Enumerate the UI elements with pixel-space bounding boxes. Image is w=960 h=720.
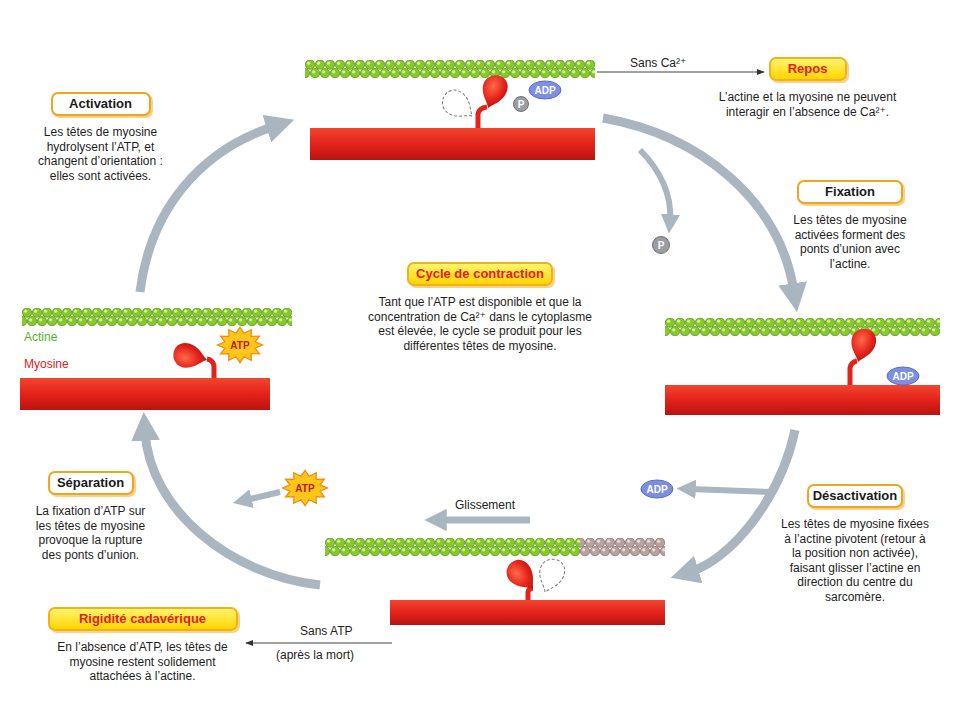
arrow-label: Sans Ca²⁺: [630, 56, 686, 70]
phosphate-ion: P: [652, 236, 670, 254]
step-box: DésactivationLes têtes de myosine fixées…: [780, 484, 930, 604]
molecule-label: ADP: [640, 479, 674, 499]
detached-state: [20, 308, 292, 410]
arrow-label: (après la mort): [276, 648, 354, 662]
step-description: Les têtes de myosine activées forment de…: [785, 213, 915, 271]
step-heading: Rigidité cadavérique: [48, 607, 238, 631]
step-heading: Activation: [51, 92, 151, 116]
phosphate-circle: [514, 97, 529, 112]
molecule-label: P: [513, 96, 529, 112]
attached-state: [665, 318, 940, 415]
molecule-label: ATP: [217, 327, 263, 363]
molecule-label: ADP: [886, 366, 920, 386]
step-box: ActivationLes têtes de myosine hydrolyse…: [28, 92, 173, 183]
previous-head-outline: [437, 85, 479, 126]
adp-ellipse: [641, 480, 673, 498]
step-heading: Désactivation: [807, 484, 903, 508]
atp-burst: [283, 470, 328, 505]
step-heading: Séparation: [48, 471, 134, 495]
step-heading: Cycle de contraction: [407, 262, 553, 286]
adp-ellipse: [529, 81, 561, 99]
step-description: En l’absence d’ATP, les têtes de myosine…: [45, 640, 240, 684]
molecule-label: P: [652, 236, 670, 254]
myosin-neck: [850, 361, 857, 385]
cycle-arrow: [690, 430, 795, 572]
myosin-filament: [665, 385, 940, 415]
arrow-label: Glissement: [455, 498, 515, 512]
atp-molecule: ATP: [282, 470, 328, 506]
actin-filament: [305, 60, 595, 78]
step-box: FixationLes têtes de myosine activées fo…: [785, 180, 915, 271]
slid-actin-segment: [580, 538, 665, 556]
state-box: ReposL’actine et la myosine ne peuvent i…: [700, 57, 915, 119]
molecule-label: ADP: [528, 80, 562, 100]
myosin-label: Myosine: [24, 357, 69, 371]
previous-head-outline: [533, 555, 569, 596]
actin-label: Actine: [24, 330, 57, 344]
adp-molecule: ADP: [528, 80, 562, 100]
atp-molecule: ATP: [217, 327, 263, 363]
cycle-arrow: [603, 118, 794, 292]
adp-ellipse: [887, 367, 919, 385]
myosin-filament: [20, 378, 270, 410]
myosin-filament: [310, 128, 595, 160]
state-box: Cycle de contractionTant que l’ATP est d…: [360, 262, 600, 353]
cycle-arrows: [140, 118, 795, 585]
cycle-arrow: [145, 432, 320, 585]
phosphate-circle: [653, 237, 670, 254]
actin-filament: [665, 318, 940, 336]
release-arrow: [640, 150, 670, 220]
binding-arrow: [246, 492, 280, 500]
actin-filament: [22, 308, 292, 326]
myosin-head: [476, 71, 512, 112]
phosphate-ion: P: [513, 96, 529, 112]
step-description: Tant que l’ATP est disponible et que la …: [360, 295, 600, 353]
atp-burst: [218, 327, 263, 362]
step-box: Séparation La fixation d’ATP sur les tête…: [28, 471, 153, 562]
state-box: Rigidité cadavérique En l’absence d’ATP, …: [45, 607, 240, 684]
power-stroke-state: [325, 538, 665, 625]
step-description: Les têtes de myosine hydrolysent l’ATP, …: [28, 125, 173, 183]
step-heading: Fixation: [797, 180, 903, 204]
step-heading: Repos: [769, 57, 847, 81]
myosin-head: [171, 340, 210, 373]
side-arrows: [246, 72, 764, 643]
adp-molecule: ADP: [640, 479, 674, 499]
step-description: Les têtes de myosine fixées à l’actine p…: [780, 517, 930, 604]
rigor-arrow: [246, 642, 392, 643]
myosin-head: [502, 555, 542, 597]
actin-filament: [325, 538, 580, 556]
rest-arrow: [597, 71, 764, 72]
myosin-neck: [478, 107, 487, 128]
step-description: La fixation d’ATP sur les têtes de myosi…: [28, 504, 153, 562]
myosin-filament: [390, 600, 665, 625]
release-arrow: [690, 489, 770, 492]
step-description: L’actine et la myosine ne peuvent intera…: [700, 90, 915, 119]
myosin-neck: [207, 359, 214, 378]
adp-molecule: ADP: [886, 366, 920, 386]
molecule-label: ATP: [282, 470, 328, 506]
myosin-head: [845, 325, 879, 365]
cycle-arrow: [140, 126, 275, 292]
arrow-label: Sans ATP: [300, 624, 352, 638]
myosin-neck: [528, 588, 533, 600]
sliding-arrow: [440, 517, 530, 524]
activated-state: [305, 60, 595, 160]
